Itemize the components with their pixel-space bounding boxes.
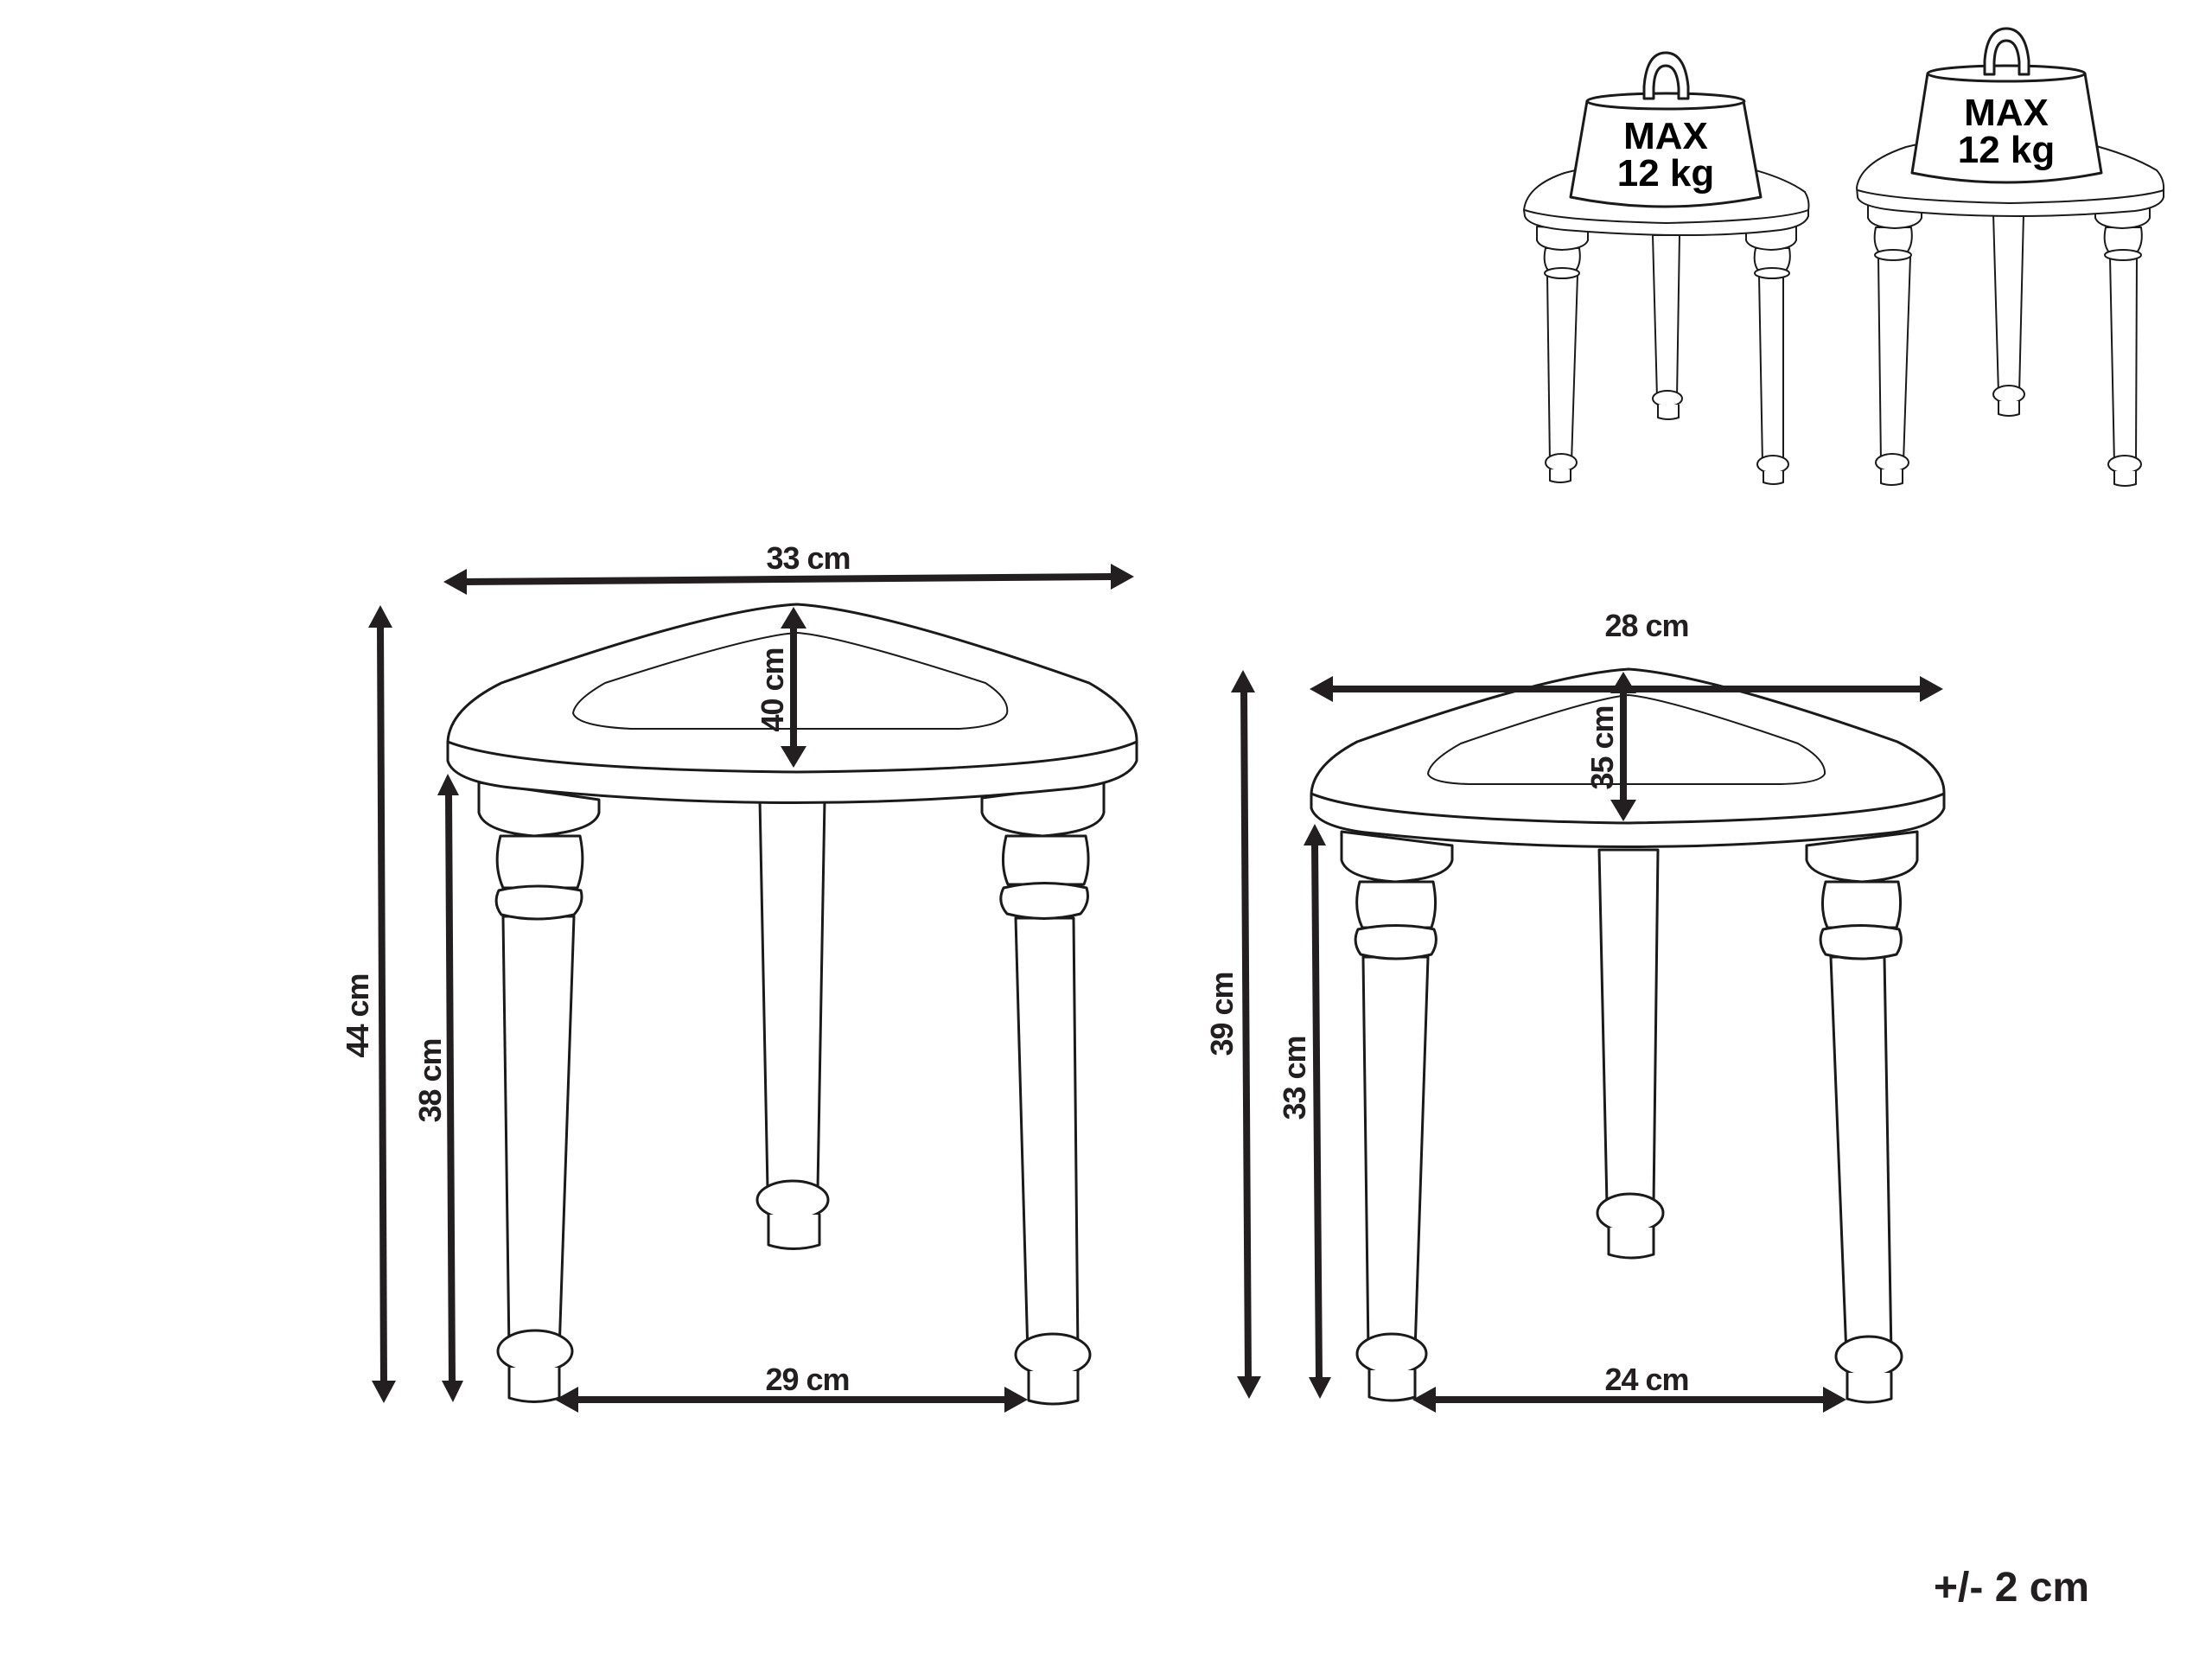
table-leg-right xyxy=(999,834,1092,1406)
weight-icon: MAX 12 kg xyxy=(1569,51,1763,208)
weight-kg-label: 12 kg xyxy=(1958,129,2056,171)
dimension-leg-height-small: 33 cm xyxy=(1277,824,1331,1399)
table-leg xyxy=(2103,227,2143,487)
dimension-total-height-large: 44 cm xyxy=(340,605,396,1403)
weight-icon: MAX 12 kg xyxy=(1910,27,2103,184)
table-leg xyxy=(1652,234,1683,420)
table-leg xyxy=(1873,227,1913,486)
leg-span-label: 29 cm xyxy=(765,1362,849,1397)
total-height-label: 44 cm xyxy=(340,973,375,1057)
table-leg xyxy=(1543,247,1581,483)
leg-span-label: 24 cm xyxy=(1604,1362,1688,1397)
dimension-leg-height-large: 38 cm xyxy=(412,774,463,1402)
load-icon-table-small: MAX 12 kg xyxy=(1856,27,2165,487)
weight-max-label: MAX xyxy=(1964,92,2049,134)
depth-label: 40 cm xyxy=(755,648,790,731)
dimension-leg-span-large: 29 cm xyxy=(555,1362,1028,1413)
load-icon-table-large: MAX 12 kg xyxy=(1523,51,1810,485)
table-leg-right xyxy=(1819,880,1903,1404)
table-leg xyxy=(1753,247,1791,485)
dimension-depth-small: 35 cm xyxy=(1584,672,1636,821)
total-height-label: 39 cm xyxy=(1204,972,1240,1056)
table-leg-back xyxy=(1596,848,1665,1260)
dimension-width-large: 33 cm xyxy=(443,540,1134,595)
depth-label: 35 cm xyxy=(1584,705,1620,789)
leg-height-label: 38 cm xyxy=(412,1038,448,1122)
table-leg-back xyxy=(755,798,830,1250)
weight-max-label: MAX xyxy=(1623,115,1708,157)
width-label: 28 cm xyxy=(1604,608,1688,643)
small-table-drawing xyxy=(1310,667,1946,1404)
table-leg-left xyxy=(1354,880,1437,1402)
width-label: 33 cm xyxy=(766,540,850,576)
weight-kg-label: 12 kg xyxy=(1617,152,1715,195)
leg-height-label: 33 cm xyxy=(1277,1036,1312,1120)
table-leg-left xyxy=(494,834,584,1403)
dimension-total-height-small: 39 cm xyxy=(1204,670,1261,1399)
tolerance-note: +/- 2 cm xyxy=(1934,1565,2089,1611)
table-leg xyxy=(1992,213,2025,417)
dimension-depth-large: 40 cm xyxy=(755,607,806,768)
dimension-leg-span-small: 24 cm xyxy=(1412,1362,1846,1413)
